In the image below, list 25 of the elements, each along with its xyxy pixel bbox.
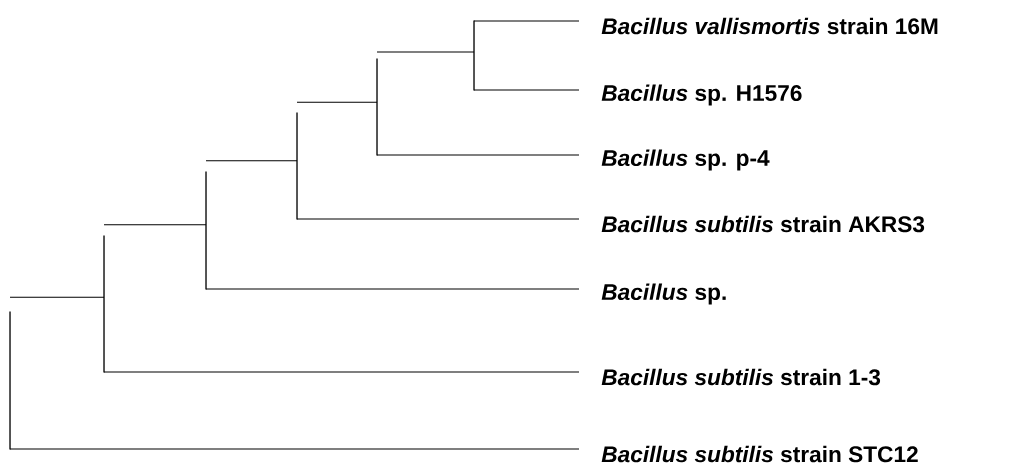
branch-line <box>205 171 207 290</box>
branch-line <box>205 288 580 290</box>
leaf-label: Bacillus sp. H1576 <box>601 84 802 106</box>
branch-line <box>473 20 475 91</box>
branch-line <box>103 224 207 226</box>
branch-line <box>473 89 580 91</box>
leaf-label: Bacillus vallismortis strain 16M <box>601 17 938 35</box>
branch-line <box>9 311 11 450</box>
leaf-label: Bacillus subtilis strain STC12 <box>601 445 918 463</box>
branch-line <box>103 371 580 373</box>
branch-line <box>296 101 378 103</box>
leaf-label: Bacillus sp. <box>601 283 726 305</box>
leaf-label: Bacillus subtilis strain AKRS3 <box>601 215 925 233</box>
leaf-label: Bacillus sp. p-4 <box>601 149 770 171</box>
branch-line <box>473 20 580 22</box>
branch-line <box>9 448 580 450</box>
branch-line <box>296 112 298 220</box>
branch-line <box>376 154 580 156</box>
branch-line <box>103 235 105 373</box>
leaf-label: Bacillus subtilis strain 1-3 <box>601 368 881 386</box>
branch-line <box>376 51 475 53</box>
branch-line <box>205 160 298 162</box>
branch-line <box>296 218 580 220</box>
branch-line <box>9 296 105 298</box>
branch-line <box>376 58 378 156</box>
